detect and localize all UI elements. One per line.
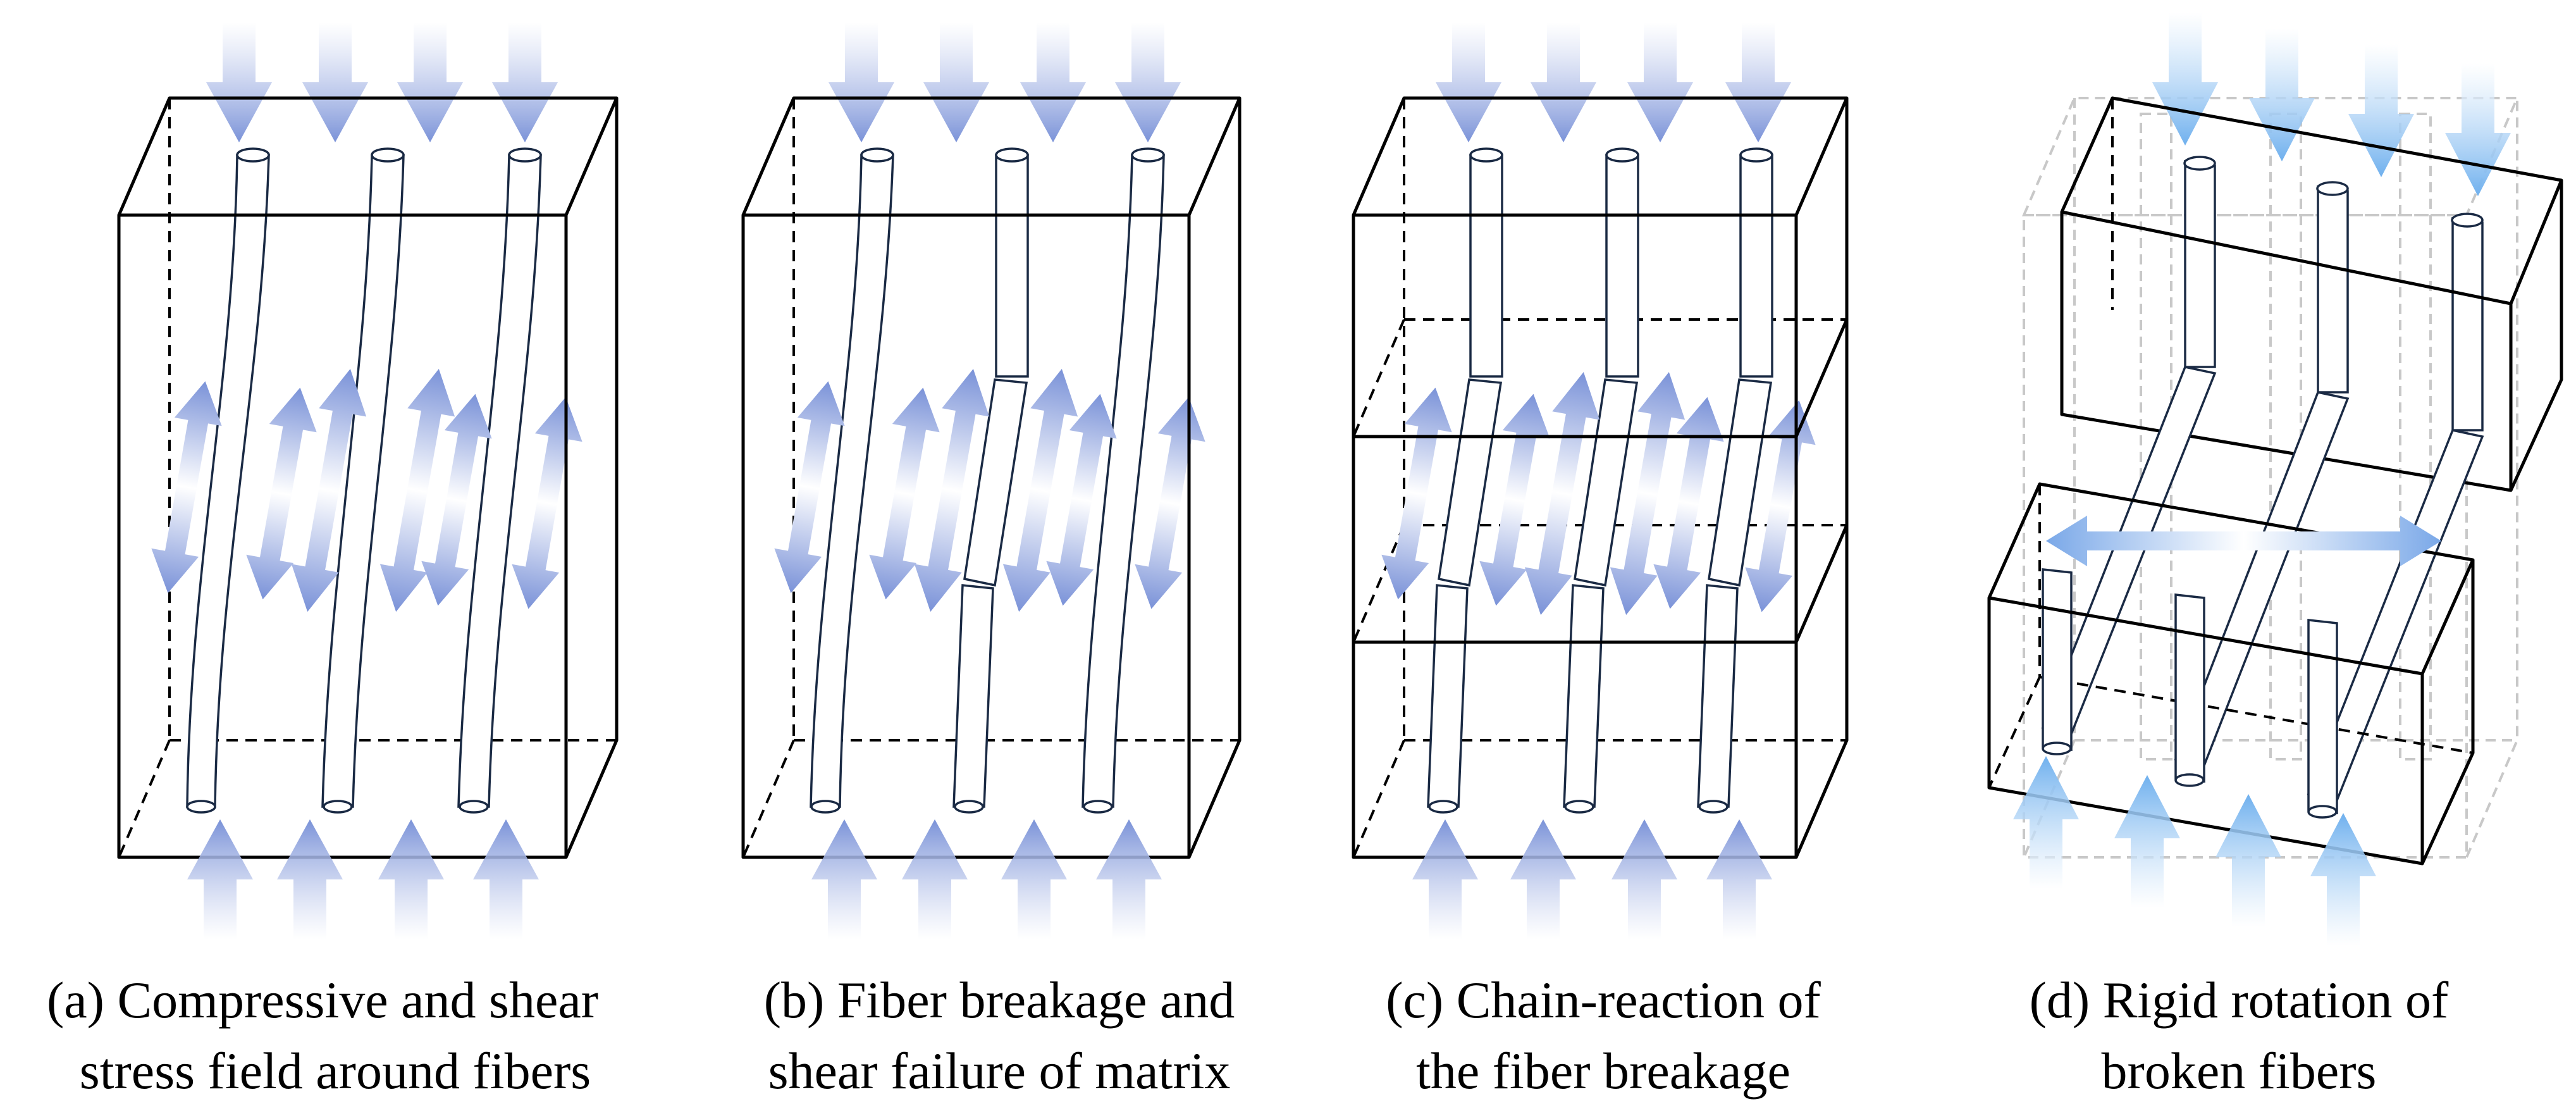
- box-edges: [1352, 96, 1849, 859]
- arrow-up-icon: [1510, 819, 1576, 940]
- arrow-up-icon: [1706, 819, 1772, 940]
- caption-d-line1: (d) Rigid rotation of: [2029, 971, 2449, 1029]
- fiber-end: [954, 800, 984, 814]
- caption-a-line2: stress field around fibers: [79, 1042, 591, 1100]
- arrow-down-icon: [302, 22, 368, 142]
- caption-a: (a) Compressive and shear stress field a…: [0, 965, 645, 1107]
- arrow-down-icon: [397, 22, 463, 142]
- panel-b-diagram: [741, 22, 1242, 940]
- fibers: [1427, 147, 1773, 814]
- fiber-end: [236, 147, 270, 163]
- panel-c-diagram: [1352, 22, 1849, 940]
- arrow-up-icon: [902, 819, 968, 940]
- arrow-down-icon: [2152, 13, 2218, 146]
- fiber: [1082, 154, 1165, 808]
- caption-b-line2: shear failure of matrix: [768, 1042, 1231, 1100]
- arrow-down-icon: [829, 22, 894, 142]
- rotated-fiber-segments: [2041, 365, 2484, 802]
- box-edges: [741, 96, 1242, 859]
- fiber-end: [1564, 800, 1594, 814]
- fiber-end: [995, 147, 1029, 163]
- caption-c-line1: (c) Chain-reaction of: [1386, 971, 1821, 1029]
- arrow-up-icon: [378, 819, 444, 940]
- compression-arrows-top: [829, 22, 1181, 142]
- arrow-up-icon: [1612, 819, 1677, 940]
- fiber-end: [1083, 800, 1113, 814]
- fiber-segment: [963, 378, 1028, 587]
- fiber-end: [459, 800, 489, 814]
- caption-a-line1: (a) Compressive and shear: [46, 971, 599, 1029]
- panel-d-diagram: [1987, 13, 2563, 946]
- fiber-end: [186, 800, 216, 814]
- caption-c: (c) Chain-reaction of the fiber breakage: [1319, 965, 1888, 1107]
- ghost-original-box: [2021, 97, 2520, 859]
- fiber-end: [1131, 147, 1165, 163]
- lower-block: [1987, 482, 2475, 866]
- fiber-end: [508, 147, 542, 163]
- arrow-up-icon: [277, 819, 343, 940]
- fiber-end: [810, 800, 841, 814]
- caption-d: (d) Rigid rotation of broken fibers: [1954, 965, 2524, 1107]
- arrow-down-icon: [2348, 44, 2414, 177]
- fiber-end: [860, 147, 894, 163]
- arrow-up-icon: [2310, 813, 2376, 946]
- arrow-down-icon: [206, 22, 272, 142]
- fiber-end: [1605, 147, 1639, 163]
- arrow-down-icon: [1436, 22, 1501, 142]
- fiber-segment: [995, 154, 1029, 378]
- arrow-down-icon: [2249, 28, 2315, 161]
- arrow-up-icon: [2114, 775, 2180, 908]
- box-hidden-edges: [742, 98, 1240, 858]
- fiber-end: [1739, 147, 1773, 163]
- horizontal-shear-arrow: [2046, 516, 2441, 566]
- fibers: [810, 147, 1165, 814]
- arrow-down-icon: [1115, 22, 1181, 142]
- compression-arrows-bottom: [187, 819, 539, 940]
- arrow-up-icon: [187, 819, 253, 940]
- fiber-end: [1428, 800, 1458, 814]
- fiber: [457, 154, 542, 808]
- fiber: [186, 154, 270, 808]
- arrow-up-icon: [1096, 819, 1162, 940]
- arrow-up-icon: [811, 819, 877, 940]
- caption-b-line1: (b) Fiber breakage and: [763, 971, 1235, 1029]
- upper-block: [2060, 96, 2563, 492]
- compression-arrows-bottom: [811, 819, 1162, 940]
- fiber-end: [371, 147, 405, 163]
- arrow-down-icon: [1020, 22, 1086, 142]
- arrow-up-icon: [1412, 819, 1478, 940]
- box-hidden-edges: [118, 98, 617, 858]
- compression-arrows-top: [1436, 22, 1791, 142]
- caption-c-line2: the fiber breakage: [1416, 1042, 1790, 1100]
- compression-arrows-top: [206, 22, 558, 142]
- fiber-end: [323, 800, 353, 814]
- arrow-down-icon: [923, 22, 989, 142]
- fibers: [186, 147, 542, 814]
- double-arrow-icon: [2046, 516, 2441, 566]
- fiber: [810, 154, 894, 808]
- fiber: [321, 154, 405, 808]
- panel-a-diagram: [117, 22, 619, 940]
- compression-arrows-bottom: [1412, 819, 1772, 940]
- fiber-segment: [952, 584, 994, 808]
- arrow-up-icon: [1001, 819, 1067, 940]
- fiber-end: [1698, 800, 1729, 814]
- arrow-down-icon: [1725, 22, 1791, 142]
- arrow-up-icon: [473, 819, 539, 940]
- arrow-down-icon: [1627, 22, 1693, 142]
- arrow-down-icon: [2445, 63, 2511, 196]
- caption-b: (b) Fiber breakage and shear failure of …: [699, 965, 1300, 1107]
- arrow-down-icon: [1531, 22, 1596, 142]
- fiber-end: [1469, 147, 1503, 163]
- box-edges: [117, 96, 619, 859]
- caption-d-line2: broken fibers: [2101, 1042, 2377, 1100]
- arrow-down-icon: [492, 22, 558, 142]
- arrow-up-icon: [2215, 794, 2281, 927]
